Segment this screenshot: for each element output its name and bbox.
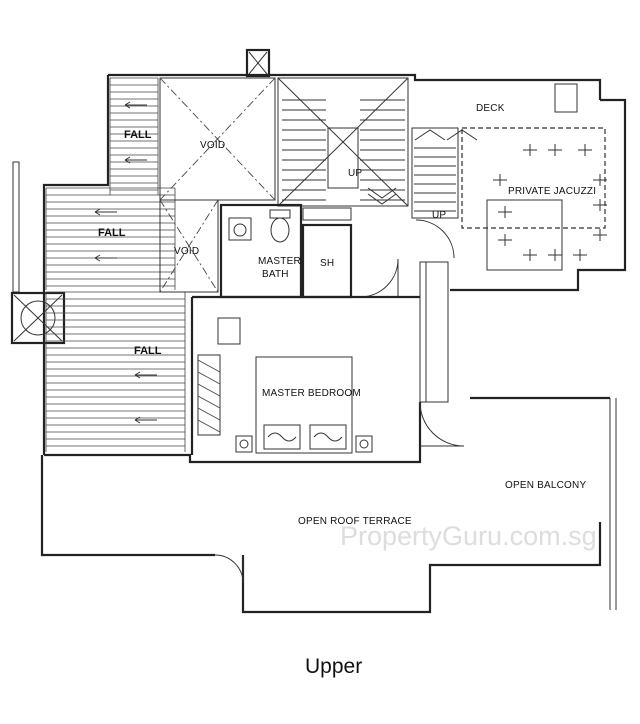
fall-label-2: FALL xyxy=(98,227,126,239)
master-bath-label-line2: BATH xyxy=(262,269,289,280)
stair-up-label-right: UP xyxy=(432,210,446,221)
master-bedroom-area xyxy=(190,261,449,455)
plan-line xyxy=(124,101,131,106)
plan-line xyxy=(134,374,141,379)
plan-line xyxy=(197,383,221,397)
shower-label: SH xyxy=(320,258,334,269)
plan-line xyxy=(94,208,101,213)
fall-label-1: FALL xyxy=(124,129,152,141)
plan-line xyxy=(197,371,221,385)
master-bedroom-label: MASTER BEDROOM xyxy=(262,388,361,399)
void-top-area xyxy=(159,77,276,201)
jacuzzi-zone xyxy=(461,127,607,271)
plan-line xyxy=(94,257,101,262)
staircase-center xyxy=(277,77,409,207)
plan-line xyxy=(124,156,131,161)
open-roof-terrace-label: OPEN ROOF TERRACE xyxy=(298,516,412,527)
master-bath-label-line1: MASTER xyxy=(258,256,301,267)
fall-label-3: FALL xyxy=(134,345,162,357)
open-balcony-label: OPEN BALCONY xyxy=(505,480,586,491)
private-jacuzzi-label: PRIVATE JACUZZI xyxy=(508,186,596,197)
plan-line xyxy=(94,254,101,259)
plan-line xyxy=(134,371,141,376)
outer-walls xyxy=(10,48,627,614)
plan-line xyxy=(134,416,141,421)
stair-up-label-center: UP xyxy=(348,168,362,179)
plan-line xyxy=(134,419,141,424)
plan-line xyxy=(197,395,221,409)
deck-label: DECK xyxy=(476,103,505,114)
master-bath-area xyxy=(219,203,353,299)
plan-line xyxy=(94,211,101,216)
void-mid-label: VOID xyxy=(174,246,199,257)
watermark: PropertyGuru.com.sg xyxy=(340,521,597,551)
void-mid-area xyxy=(159,199,219,293)
plan-line xyxy=(124,159,131,164)
roof-hatch xyxy=(45,77,186,452)
plan-line xyxy=(124,104,131,109)
plan-line xyxy=(197,359,221,373)
staircase-right xyxy=(411,127,478,219)
plan-line xyxy=(197,407,221,421)
plan-line xyxy=(197,419,221,433)
void-top-label: VOID xyxy=(200,140,225,151)
plan-caption: Upper xyxy=(305,655,362,678)
